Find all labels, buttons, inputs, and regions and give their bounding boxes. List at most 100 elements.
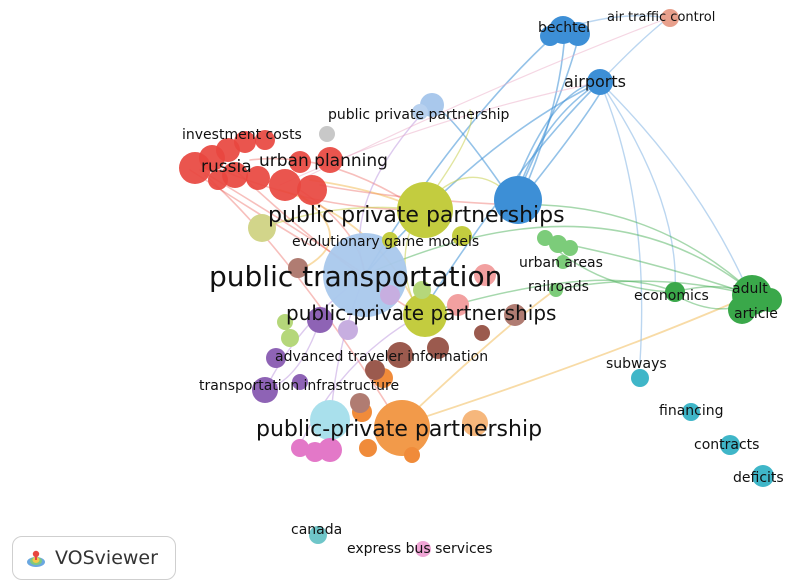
label-article[interactable]: article: [734, 306, 778, 322]
node-purple: [266, 348, 286, 368]
label-airports[interactable]: airports: [564, 72, 626, 91]
cluster-blue-nodes: [494, 16, 613, 224]
node-railroads[interactable]: [549, 283, 563, 297]
node-public-private-partnerships-blue[interactable]: [494, 176, 542, 224]
node-blue: [566, 22, 590, 46]
vosviewer-logo-icon: [27, 550, 45, 567]
label-adult[interactable]: adult: [732, 281, 768, 297]
node-purple: [380, 285, 400, 305]
node-light-green: [413, 281, 431, 299]
node-evolutionary-game-models[interactable]: [452, 226, 472, 246]
node-yellow-green: [248, 214, 276, 242]
label-deficits[interactable]: deficits: [733, 470, 784, 486]
label-canada[interactable]: canada: [291, 522, 342, 538]
node-blue: [540, 26, 560, 46]
node-brown: [288, 258, 308, 278]
node-red: [246, 166, 270, 190]
label-urban-planning[interactable]: urban planning: [259, 151, 388, 171]
node-public-private-partnership-dash[interactable]: [374, 400, 430, 456]
node-brown: [427, 337, 449, 359]
node-transportation-infrastructure[interactable]: [252, 377, 278, 403]
label-economics[interactable]: economics: [634, 288, 709, 304]
node-purple: [338, 320, 358, 340]
cluster-salmon-nodes: [447, 264, 496, 316]
node-green: [562, 240, 578, 256]
cluster-pink-nodes: [291, 438, 342, 462]
node-public-private-partnerships-dash[interactable]: [403, 293, 447, 337]
node-green: [758, 288, 782, 312]
node-brown: [365, 360, 385, 380]
node-red: [297, 175, 327, 205]
node-deficits[interactable]: [752, 465, 774, 487]
label-subways[interactable]: subways: [606, 356, 667, 372]
node-green: [537, 230, 553, 246]
node-red: [234, 131, 256, 153]
label-investment-costs[interactable]: investment costs: [182, 127, 302, 143]
node-orange: [359, 439, 377, 457]
label-bechtel[interactable]: bechtel: [538, 20, 590, 36]
cluster-teal-nodes: [309, 369, 774, 544]
node-brown: [350, 393, 370, 413]
label-public-private-partnership-dash[interactable]: public-private partnership: [256, 417, 542, 442]
node-orange: [462, 410, 488, 436]
label-financing[interactable]: financing: [659, 403, 724, 419]
node-subways[interactable]: [631, 369, 649, 387]
node-salmon: [474, 264, 496, 286]
label-advanced-traveler-information[interactable]: advanced traveler information: [275, 349, 488, 365]
node-red: [289, 151, 311, 173]
brand-label: VOSviewer: [55, 547, 158, 569]
node-economics[interactable]: [665, 282, 685, 302]
cluster-brown-nodes: [288, 258, 526, 413]
node-salmon: [447, 294, 469, 316]
label-railroads[interactable]: railroads: [528, 279, 589, 295]
node-air-traffic-control[interactable]: [661, 9, 679, 27]
node-pink: [318, 438, 342, 462]
node-urban-planning[interactable]: [269, 169, 301, 201]
label-evolutionary-game-models[interactable]: evolutionary game models: [292, 234, 479, 250]
node-yellow-green: [382, 232, 398, 248]
node-purple: [307, 307, 333, 333]
cluster-yellow-green-nodes: [248, 182, 472, 337]
cluster-green-nodes: [537, 230, 782, 324]
node-light-blue: [412, 104, 428, 120]
label-russia[interactable]: russia: [201, 157, 252, 177]
node-contracts[interactable]: [720, 435, 740, 455]
label-public-private-partnership-space[interactable]: public private partnership: [328, 107, 510, 123]
node-orange: [404, 447, 420, 463]
cluster-light-green-nodes: [277, 281, 431, 347]
vosviewer-brand-badge[interactable]: VOSviewer: [12, 536, 176, 580]
cluster-red-nodes: [179, 130, 343, 205]
node-light-blue: [310, 400, 350, 440]
label-air-traffic-control[interactable]: air traffic control: [607, 10, 715, 25]
node-canada[interactable]: [309, 526, 327, 544]
node-brown: [504, 304, 526, 326]
node-public-private-partnerships[interactable]: [397, 182, 453, 238]
node-red: [208, 170, 228, 190]
nodes-layer: [179, 9, 782, 557]
node-red: [216, 138, 240, 162]
node-brown: [474, 325, 490, 341]
labels-layer: bechtel air traffic control airports pub…: [182, 10, 784, 557]
node-urban-areas[interactable]: [556, 255, 570, 269]
label-express-bus-services[interactable]: express bus services: [347, 541, 493, 557]
node-red: [317, 147, 343, 173]
label-contracts[interactable]: contracts: [694, 437, 759, 453]
node-red: [255, 130, 275, 150]
node-express-bus-services[interactable]: [415, 541, 431, 557]
label-public-private-partnerships-dash[interactable]: public-private partnerships: [286, 301, 556, 325]
label-transportation-infrastructure[interactable]: transportation infrastructure: [199, 378, 399, 394]
cluster-purple-nodes: [252, 285, 400, 403]
node-article[interactable]: [728, 296, 756, 324]
node-airports[interactable]: [587, 69, 613, 95]
node-advanced-traveler-information[interactable]: [387, 342, 413, 368]
node-light-green: [281, 329, 299, 347]
node-financing[interactable]: [682, 403, 700, 421]
label-public-transportation[interactable]: public transportation: [209, 260, 502, 293]
label-public-private-partnerships[interactable]: public private partnerships: [268, 203, 565, 228]
node-investment-costs[interactable]: [319, 126, 335, 142]
node-purple: [292, 374, 308, 390]
node-light-green: [277, 314, 293, 330]
label-urban-areas[interactable]: urban areas: [519, 255, 603, 271]
node-red: [222, 162, 248, 188]
